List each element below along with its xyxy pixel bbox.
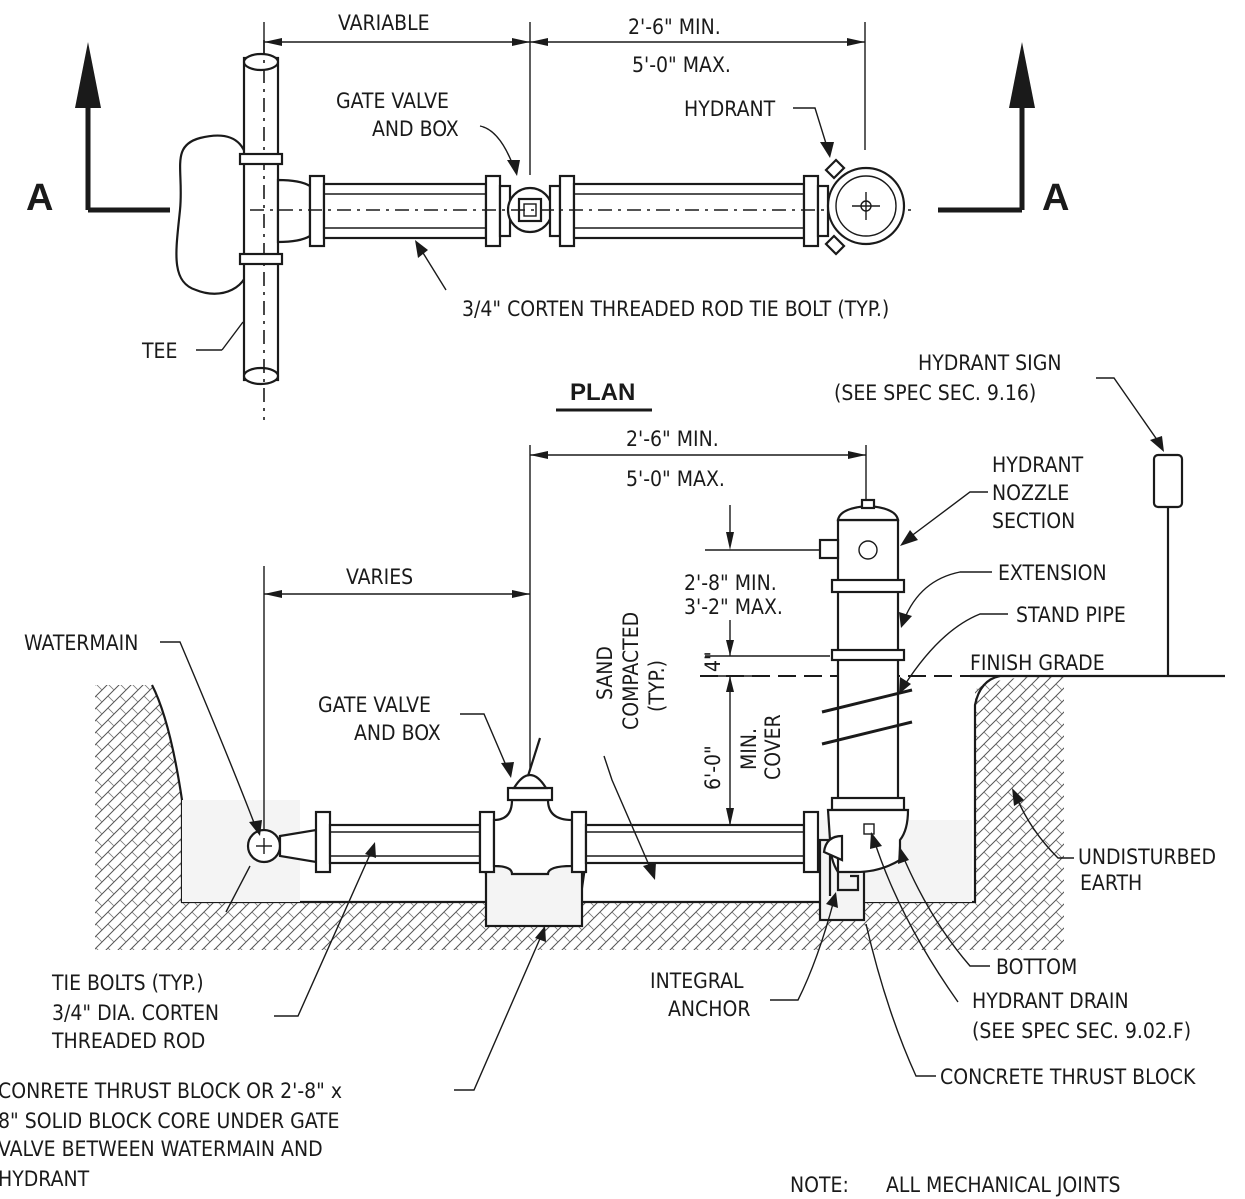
section-dim-min: 2'-6" MIN. xyxy=(626,427,719,451)
section-dim-max: 5'-0" MAX. xyxy=(626,467,725,491)
section-view: FINISH GRADE 2'-6" MIN. 5'-0" MAX. VARIE… xyxy=(0,351,1225,1197)
six-ft-label: 6'-0" xyxy=(701,745,725,790)
sand-line3: (TYP.) xyxy=(645,660,669,712)
block-line3: VALVE BETWEEN WATERMAIN AND xyxy=(0,1137,323,1161)
nozzle-line3: SECTION xyxy=(992,509,1075,533)
hydrant-sign-line1: HYDRANT SIGN xyxy=(918,351,1062,375)
undisturbed-line2: EARTH xyxy=(1080,871,1142,895)
integral-line2: ANCHOR xyxy=(668,997,750,1021)
tie-bolts-line1: TIE BOLTS (TYP.) xyxy=(51,971,204,995)
section-marker-right: A xyxy=(938,42,1069,219)
note-text: ALL MECHANICAL JOINTS xyxy=(886,1173,1121,1197)
nozzle-line2: NOZZLE xyxy=(992,481,1069,505)
sand-line2: COMPACTED xyxy=(619,612,643,730)
tie-bolts-line2: 3/4" DIA. CORTEN xyxy=(52,1001,219,1025)
plan-view: VARIABLE 2'-6" MIN. 5'-0" MAX. A A xyxy=(26,11,1069,420)
dim-max-label: 5'-0" MAX. xyxy=(632,53,731,77)
plan-hydrant-label: HYDRANT xyxy=(684,97,776,121)
note-label: NOTE: xyxy=(790,1173,849,1197)
drain-line1: HYDRANT DRAIN xyxy=(972,989,1129,1013)
integral-line1: INTEGRAL xyxy=(650,969,744,993)
dim-min-label: 2'-6" MIN. xyxy=(628,15,721,39)
plan-gate-valve-line2: AND BOX xyxy=(372,117,459,141)
tie-bolts-line3: THREADED ROD xyxy=(51,1029,205,1053)
plan-gate-valve-line1: GATE VALVE xyxy=(336,89,449,113)
bottom-label: BOTTOM xyxy=(996,955,1077,979)
stand-pipe-label: STAND PIPE xyxy=(1016,603,1126,627)
section-gate-valve-line1: GATE VALVE xyxy=(318,693,431,717)
sand-line1: SAND xyxy=(593,646,617,700)
drain-line2: (SEE SPEC SEC. 9.02.F) xyxy=(972,1019,1191,1043)
section-letter-left: A xyxy=(26,177,53,219)
nozzle-line1: HYDRANT xyxy=(992,453,1084,477)
extension-label: EXTENSION xyxy=(998,561,1107,585)
min-label: MIN. xyxy=(737,728,761,770)
plan-tie-bolt-label: 3/4" CORTEN THREADED ROD TIE BOLT (TYP.) xyxy=(462,297,889,321)
undisturbed-line1: UNDISTURBED xyxy=(1078,845,1216,869)
plan-title: PLAN xyxy=(570,379,635,406)
watermain-label: WATERMAIN xyxy=(24,631,138,655)
thrust-block-label: CONCRETE THRUST BLOCK xyxy=(940,1065,1196,1089)
section-gate-valve-line2: AND BOX xyxy=(354,721,441,745)
dim-variable-label: VARIABLE xyxy=(338,11,430,35)
block-line4: HYDRANT xyxy=(0,1167,90,1191)
section-letter-right: A xyxy=(1042,177,1069,219)
bury-max-label: 3'-2" MAX. xyxy=(684,595,783,619)
plan-tee-label: TEE xyxy=(141,339,177,363)
cover-label: COVER xyxy=(761,714,785,780)
section-marker-left: A xyxy=(26,42,170,219)
block-line1: CONRETE THRUST BLOCK OR 2'-8" x xyxy=(0,1079,342,1103)
hydrant-sign-line2: (SEE SPEC SEC. 9.16) xyxy=(834,381,1036,405)
finish-grade-label: FINISH GRADE xyxy=(970,651,1105,675)
bury-min-label: 2'-8" MIN. xyxy=(684,571,777,595)
varies-label: VARIES xyxy=(346,565,413,589)
four-inch-label: 4" xyxy=(701,651,725,672)
block-line2: 8" SOLID BLOCK CORE UNDER GATE xyxy=(0,1109,340,1133)
